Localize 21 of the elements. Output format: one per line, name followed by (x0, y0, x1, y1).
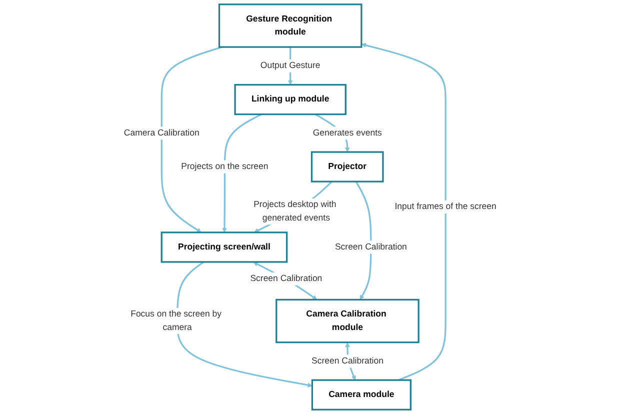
arrow (222, 114, 262, 233)
arrow (176, 261, 312, 388)
edge-label: Screen Calibration (250, 274, 322, 284)
arrow (160, 46, 222, 233)
arrow (355, 181, 372, 300)
node-box: Camera Calibration module (276, 298, 420, 344)
node-box: Linking up module (234, 84, 346, 116)
node-box: Projector (310, 151, 384, 182)
edge-label: Projects desktop with generated events (254, 200, 336, 222)
edge-label: Screen Calibration (334, 242, 407, 252)
edge-label: Generates events (312, 128, 382, 138)
node-box: Camera module (311, 379, 412, 410)
edge-label: Focus on the screen by camera (130, 310, 222, 332)
node-box: Projecting screen/wall (160, 232, 288, 263)
node-box: Gesture Recognition module (218, 4, 362, 48)
arrow (361, 42, 446, 381)
edge-label: Projects on the screen (181, 162, 268, 172)
edge-label: Output Gesture (260, 60, 320, 70)
edge-label: Camera Calibration (124, 128, 200, 138)
edge-label: Input frames of the screen (394, 202, 496, 212)
edge-label: Screen Calibration (311, 356, 384, 366)
